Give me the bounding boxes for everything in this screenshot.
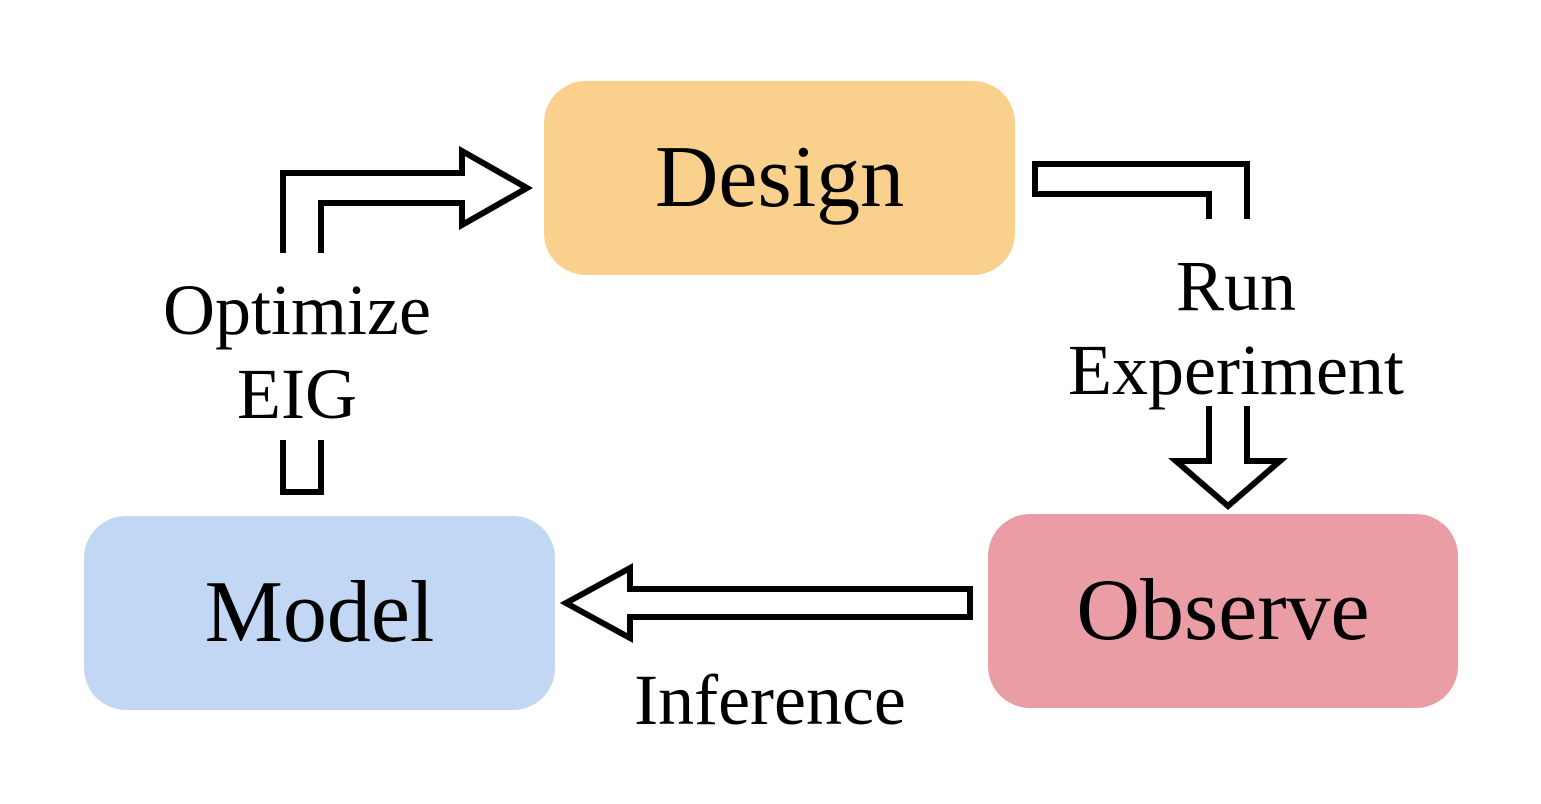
optimize-eig-label: Optimize EIG — [120, 268, 474, 436]
optimize-label-line2: EIG — [237, 354, 357, 434]
run-label-line2: Experiment — [1068, 330, 1404, 410]
optimize-arrow-shaft-top — [280, 145, 534, 253]
model-node: Model — [84, 516, 555, 710]
design-node: Design — [544, 81, 1015, 275]
inference-label: Inference — [590, 658, 950, 742]
optimize-arrow-shaft-bottom — [280, 440, 324, 495]
observe-node-label: Observe — [1076, 562, 1370, 659]
run-arrow-shaft-top — [1032, 161, 1250, 219]
design-node-label: Design — [654, 129, 905, 226]
run-label-line1: Run — [1175, 246, 1297, 326]
observe-node: Observe — [988, 514, 1458, 708]
inference-label-text: Inference — [634, 660, 906, 740]
run-experiment-label: Run Experiment — [1026, 244, 1446, 412]
optimize-arrow — [280, 145, 534, 495]
run-arrow — [1032, 161, 1289, 510]
inference-arrow — [559, 562, 973, 644]
inference-arrow-shape — [559, 562, 973, 644]
model-node-label: Model — [204, 564, 435, 661]
optimize-label-line1: Optimize — [163, 270, 431, 350]
run-arrow-head — [1167, 406, 1289, 510]
